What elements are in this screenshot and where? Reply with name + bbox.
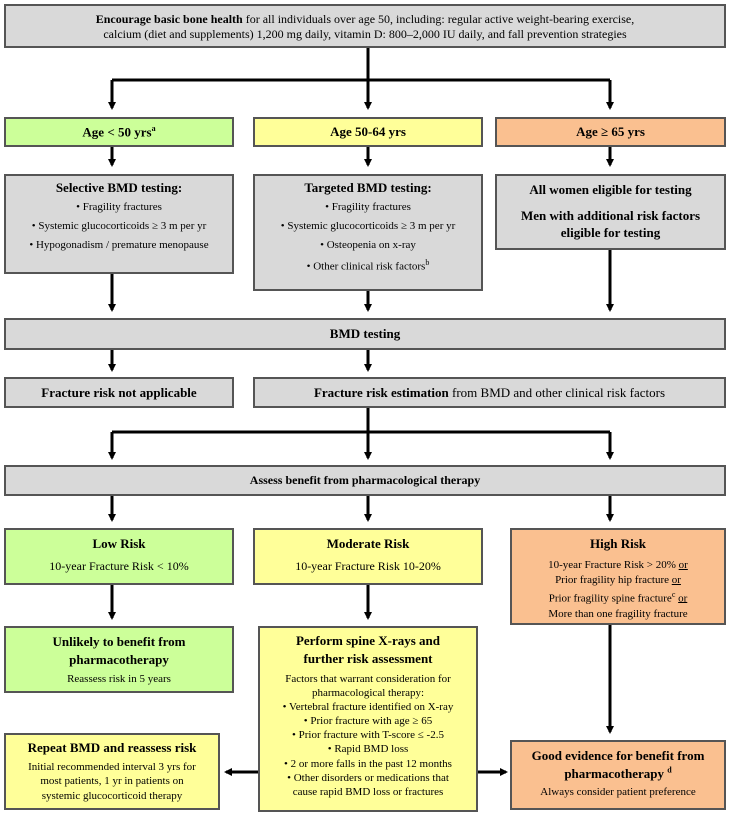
spine-factor-3: • Prior fracture with T-score ≤ -2.5 [292,729,444,742]
targeted-item-4: • Other clinical risk factors [306,260,426,273]
moderate-risk-box: Moderate Risk 10-year Fracture Risk 10-2… [253,528,483,585]
low-risk-title: Low Risk [92,536,146,551]
spine-factor-5: • 2 or more falls in the past 12 months [284,757,452,770]
spine-factor-4: • Rapid BMD loss [327,743,409,756]
spine-factor-6-cont: cause rapid BMD loss or fractures [292,785,444,798]
basic-bone-health-text-2: calcium (diet and supplements) 1,200 mg … [103,27,627,41]
good-evidence-footnote: d [667,765,672,775]
unlikely-desc: Reassess risk in 5 years [67,673,171,686]
spine-xray-box: Perform spine X-rays and further risk as… [258,626,478,812]
good-evidence-title-1: Good evidence for benefit from [531,748,705,763]
age-mid-label: Age 50-64 yrs [330,124,406,139]
age-old-box: Age ≥ 65 yrs [495,117,726,147]
targeted-item-2: • Systemic glucocorticoids ≥ 3 m per yr [280,219,456,232]
high-risk-title: High Risk [590,536,646,551]
spine-factor-1: • Vertebral fracture identified on X-ray [282,701,454,714]
high-risk-or-2: or [671,574,681,587]
spine-intro-1: Factors that warrant consideration for [285,673,451,686]
high-risk-line-1: 10-year Fracture Risk > 20% [548,559,679,571]
spine-factor-2: • Prior fracture with age ≥ 65 [303,715,433,728]
men-risk-text: Men with additional risk factors [520,207,701,223]
repeat-bmd-line-2: most patients, 1 yr in patients on [40,775,184,788]
assess-benefit-label: Assess benefit from pharmacological ther… [249,473,481,487]
low-risk-desc: 10-year Fracture Risk < 10% [49,559,189,573]
high-risk-line-3: Prior fragility spine fracture [548,592,672,605]
repeat-bmd-box: Repeat BMD and reassess risk Initial rec… [4,733,220,810]
repeat-bmd-line-3: systemic glucocorticoid therapy [41,789,183,802]
all-eligible-box: All women eligible for testing Men with … [495,174,726,250]
fracture-not-applicable-box: Fracture risk not applicable [4,377,234,408]
spine-intro-2: pharmacological therapy: [311,687,425,700]
selective-item-3: • Hypogonadism / premature menopause [29,238,209,251]
basic-bone-health-heading: Encourage basic bone health [95,12,243,26]
targeted-testing-title: Targeted BMD testing: [304,180,432,195]
unlikely-title-2: pharmacotherapy [69,651,169,667]
bmd-testing-box: BMD testing [4,318,726,350]
spine-factor-6: • Other disorders or medications that [287,771,449,784]
age-young-label: Age < 50 yrs [82,124,152,140]
high-risk-footnote: c [671,589,676,599]
age-young-footnote: a [151,123,156,133]
age-old-label: Age ≥ 65 yrs [576,124,645,139]
targeted-testing-box: Targeted BMD testing: • Fragility fractu… [253,174,483,291]
fracture-estimation-box: Fracture risk estimation from BMD and ot… [253,377,726,408]
unlikely-title-1: Unlikely to benefit from [52,634,186,649]
good-evidence-box: Good evidence for benefit from pharmacot… [510,740,726,810]
selective-item-2: • Systemic glucocorticoids ≥ 3 m per yr [31,219,207,232]
high-risk-box: High Risk 10-year Fracture Risk > 20% or… [510,528,726,625]
low-risk-box: Low Risk 10-year Fracture Risk < 10% [4,528,234,585]
all-women-text: All women eligible for testing [529,182,692,197]
targeted-item-3: • Osteopenia on x-ray [320,238,416,251]
age-mid-box: Age 50-64 yrs [253,117,483,147]
targeted-footnote: b [425,257,430,267]
targeted-item-1: • Fragility fractures [325,201,411,213]
high-risk-or-1: or [678,559,688,571]
repeat-bmd-line-1: Initial recommended interval 3 yrs for [28,761,196,773]
basic-bone-health-text-1: for all individuals over age 50, includi… [242,12,635,26]
fracture-estimation-heading: Fracture risk estimation [313,384,449,400]
spine-title-2: further risk assessment [303,650,433,666]
good-evidence-desc: Always consider patient preference [540,786,696,799]
fracture-estimation-text: from BMD and other clinical risk factors [448,384,666,400]
selective-testing-title: Selective BMD testing: [55,180,183,195]
repeat-bmd-title: Repeat BMD and reassess risk [27,740,197,755]
high-risk-or-3: or [678,592,688,605]
fracture-not-applicable-label: Fracture risk not applicable [41,384,197,400]
men-eligible-text: eligible for testing [560,225,661,241]
selective-item-1: • Fragility fractures [76,201,162,213]
unlikely-benefit-box: Unlikely to benefit from pharmacotherapy… [4,626,234,693]
high-risk-line-2: Prior fragility hip fracture [555,574,672,587]
basic-bone-health-box: Encourage basic bone health for all indi… [4,4,726,48]
moderate-risk-desc: 10-year Fracture Risk 10-20% [295,559,441,573]
moderate-risk-title: Moderate Risk [326,536,410,551]
age-young-box: Age < 50 yrsa [4,117,234,147]
spine-title-1: Perform spine X-rays and [295,633,441,648]
good-evidence-title-2: pharmacotherapy [564,765,664,781]
assess-benefit-box: Assess benefit from pharmacological ther… [4,465,726,496]
selective-testing-box: Selective BMD testing: • Fragility fract… [4,174,234,274]
high-risk-line-4: More than one fragility fracture [548,607,688,620]
bmd-testing-label: BMD testing [329,326,401,341]
